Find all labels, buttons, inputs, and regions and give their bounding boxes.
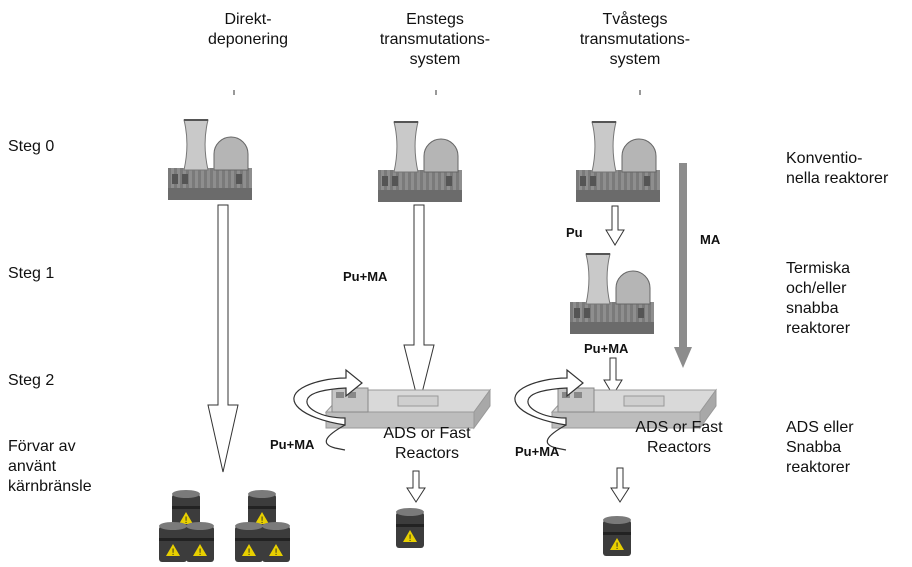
label-pu-ma-col2: Pu+MA: [343, 269, 388, 284]
waste-barrel-icon: [235, 522, 263, 562]
header-one-stage: Enstegs transmutations- system: [379, 11, 491, 68]
waste-barrel-icon: [262, 522, 290, 562]
label-pu-ma-loop-left: Pu+MA: [270, 437, 315, 452]
label-pu-ma-col3: Pu+MA: [584, 341, 629, 356]
accelerator-facility-icon: [325, 387, 491, 429]
ma-arrow-shaft: [679, 163, 687, 349]
reactor-icon: [377, 121, 463, 203]
facility-label-col2: ADS or Fast Reactors: [383, 425, 471, 462]
label-ma: MA: [700, 232, 721, 247]
ma-arrow-head: [674, 347, 692, 368]
waste-barrel-icon: [603, 516, 631, 556]
waste-barrel-stack: [235, 490, 290, 562]
right-label-conventional: Konventio- nella reaktorer: [786, 150, 889, 187]
right-label-thermal: Termiska och/eller snabba reaktorer: [786, 260, 851, 337]
header-two-stage: Tvåstegs transmutations- system: [579, 11, 691, 68]
right-label-ads: ADS eller Snabba reaktorer: [786, 419, 854, 476]
recycle-loop-arrow-icon: [293, 368, 363, 451]
down-arrow-icon: [603, 357, 623, 396]
reactor-icon: [167, 119, 253, 201]
reactor-icon: [569, 253, 655, 335]
stage-label-1: Steg 1: [8, 265, 55, 282]
facility-label-col3: ADS or Fast Reactors: [635, 419, 723, 456]
waste-barrel-icon: [186, 522, 214, 562]
stage-label-2: Steg 2: [8, 372, 55, 389]
down-arrow-icon: [605, 205, 625, 246]
stage-label-repository: Förvar av använt kärnbränsle: [8, 438, 92, 495]
down-arrow-icon: [406, 470, 426, 503]
waste-barrel-stack: [159, 490, 214, 562]
down-arrow-icon: [403, 204, 435, 406]
down-arrow-icon: [207, 204, 239, 473]
waste-barrel-icon: [396, 508, 424, 548]
recycle-loop-arrow-icon: [514, 368, 584, 451]
waste-barrel-icon: [159, 522, 187, 562]
label-pu: Pu: [566, 225, 583, 240]
header-direct-disposal: Direkt- deponering: [207, 11, 289, 48]
reactor-icon: [575, 121, 661, 203]
stage-label-0: Steg 0: [8, 138, 55, 155]
label-pu-ma-loop-right: Pu+MA: [515, 444, 560, 459]
down-arrow-icon: [610, 467, 630, 503]
